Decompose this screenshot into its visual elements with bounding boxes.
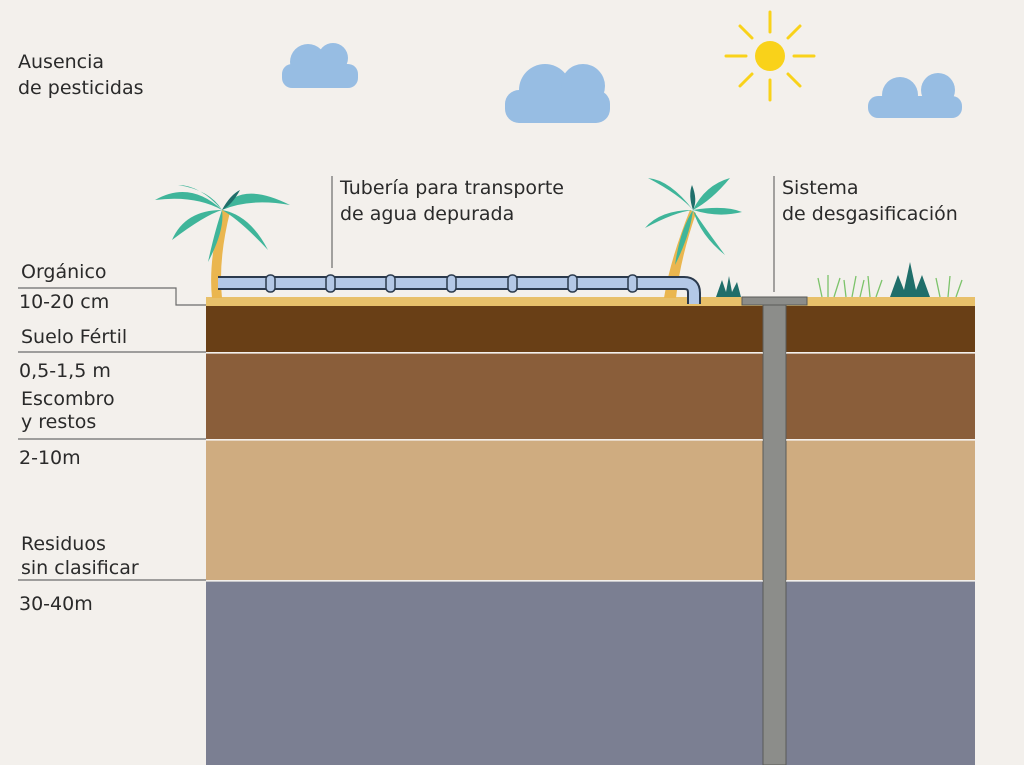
degassing-well xyxy=(741,296,808,765)
layer-organic xyxy=(206,297,975,306)
layer-fertile-soil xyxy=(206,306,975,352)
agave-icon xyxy=(716,262,930,297)
degas-callout-line-1: Sistema xyxy=(782,177,859,199)
label-leader-lines xyxy=(18,176,775,581)
layer-separators xyxy=(206,352,975,582)
layer-base xyxy=(206,581,975,765)
degas-callout-line-2: de desgasificación xyxy=(782,203,958,225)
pipe-callout-line-1: Tubería para transporte xyxy=(340,177,564,199)
cloud-icon xyxy=(868,73,962,118)
water-pipe xyxy=(218,274,701,304)
layer-depth-organic: 10-20 cm xyxy=(19,291,110,313)
sun-icon xyxy=(724,10,816,102)
cloud-icon xyxy=(505,64,610,123)
header-line-2: de pesticidas xyxy=(18,77,144,99)
layer-rubble xyxy=(206,353,975,439)
layer-label-waste: Residuos xyxy=(21,533,106,555)
layer-label-waste-2: sin clasificar xyxy=(21,557,139,579)
header-line-1: Ausencia xyxy=(18,51,105,73)
grass-icon xyxy=(817,275,963,298)
layer-label-rubble-2: y restos xyxy=(21,411,97,433)
layer-label-organic: Orgánico xyxy=(21,261,107,283)
palm-tree-icon xyxy=(155,185,290,298)
layer-label-fertile: Suelo Fértil xyxy=(21,326,128,348)
layer-depth-rubble: 2-10m xyxy=(19,447,81,469)
layer-label-rubble: Escombro xyxy=(21,388,115,410)
layer-unsorted-waste xyxy=(206,440,975,580)
layer-depth-fertile: 0,5-1,5 m xyxy=(19,360,111,382)
cloud-icon xyxy=(282,43,358,88)
pipe-callout-line-2: de agua depurada xyxy=(340,203,515,225)
layer-depth-waste: 30-40m xyxy=(19,593,93,615)
